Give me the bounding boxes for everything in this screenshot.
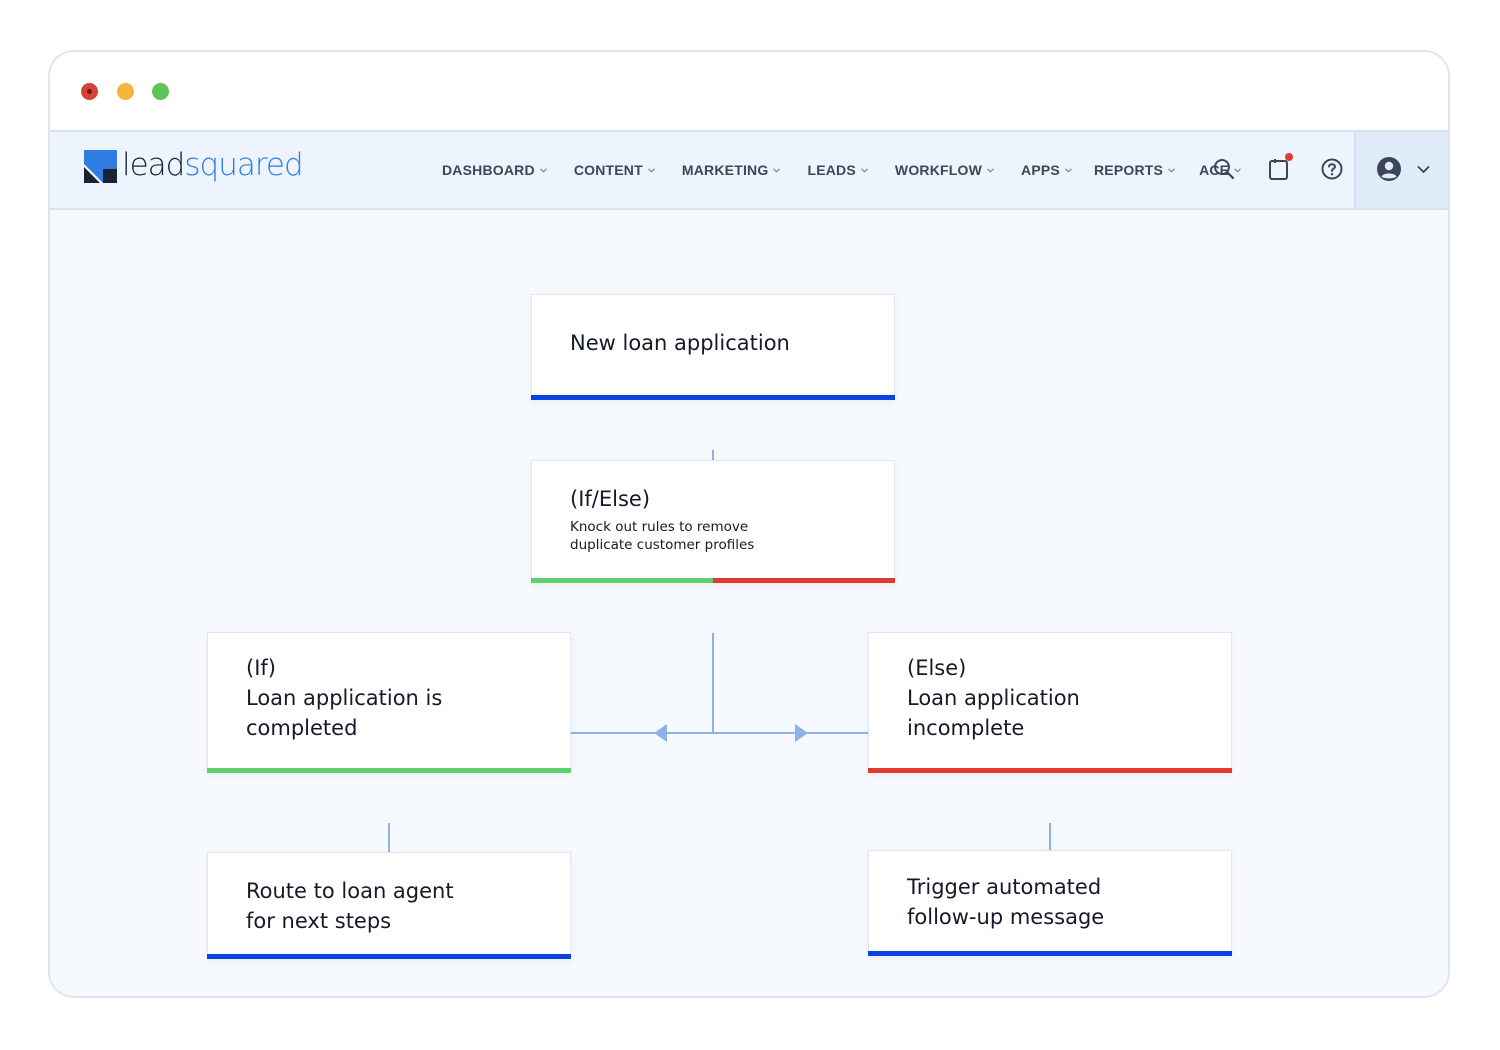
else-branch-title-line2: incomplete xyxy=(907,716,1025,740)
condition-node-bar xyxy=(531,578,895,583)
else-action-node[interactable]: Trigger automated follow-up message xyxy=(868,850,1232,956)
user-avatar-icon xyxy=(1377,157,1401,181)
chevron-down-icon xyxy=(773,167,781,173)
if-branch-tag: (If) xyxy=(246,656,276,680)
maximize-window-button[interactable] xyxy=(152,83,169,100)
search-icon[interactable] xyxy=(1211,156,1237,182)
minimize-window-button[interactable] xyxy=(117,83,134,100)
if-action-bar xyxy=(207,954,571,959)
condition-node[interactable]: (If/Else) Knock out rules to remove dupl… xyxy=(531,460,895,583)
if-branch-title-line2: completed xyxy=(246,716,358,740)
chevron-down-icon xyxy=(987,167,994,173)
close-window-button[interactable] xyxy=(81,83,98,100)
chevron-down-icon xyxy=(647,167,655,173)
main-menu: DASHBOARD CONTENT MARKETING LEADS WORKFL… xyxy=(442,132,1242,208)
if-action-title-line1: Route to loan agent xyxy=(246,879,454,903)
if-action-node[interactable]: Route to loan agent for next steps xyxy=(207,852,571,959)
nav-workflow[interactable]: WORKFLOW xyxy=(895,162,994,178)
logo-mark-icon xyxy=(84,150,117,183)
chevron-down-icon xyxy=(860,167,868,173)
else-branch-title-line1: Loan application xyxy=(907,686,1080,710)
notification-badge xyxy=(1285,153,1293,161)
chevron-down-icon xyxy=(1234,167,1242,173)
help-icon[interactable] xyxy=(1319,156,1345,182)
if-branch-node[interactable]: (If) Loan application is completed xyxy=(207,632,571,773)
else-branch-bar xyxy=(868,768,1232,773)
start-node-bar xyxy=(531,395,895,400)
condition-description-line1: Knock out rules to remove xyxy=(570,519,749,535)
nav-dashboard[interactable]: DASHBOARD xyxy=(442,162,547,178)
if-branch-bar xyxy=(207,768,571,773)
else-branch-tag: (Else) xyxy=(907,656,967,680)
top-navbar: leadsquared DASHBOARD CONTENT MARKETING … xyxy=(50,132,1448,210)
condition-node-title: (If/Else) xyxy=(570,487,651,511)
if-action-title-line2: for next steps xyxy=(246,909,392,933)
logo-wordmark: leadsquared xyxy=(122,147,304,183)
chevron-down-icon xyxy=(1168,167,1175,173)
notification-button[interactable] xyxy=(1266,153,1293,182)
else-action-title-line1: Trigger automated xyxy=(907,875,1102,899)
nav-leads[interactable]: LEADS xyxy=(807,162,868,178)
nav-reports[interactable]: REPORTS xyxy=(1094,162,1175,178)
condition-description-line2: duplicate customer profiles xyxy=(570,537,755,553)
nav-content[interactable]: CONTENT xyxy=(574,162,655,178)
title-bar xyxy=(50,52,1448,132)
chevron-down-icon xyxy=(539,167,547,173)
user-menu[interactable] xyxy=(1354,132,1448,208)
else-branch-node[interactable]: (Else) Loan application incomplete xyxy=(868,632,1232,773)
browser-window: leadsquared DASHBOARD CONTENT MARKETING … xyxy=(48,50,1450,998)
else-action-bar xyxy=(868,951,1232,956)
nav-apps[interactable]: APPS xyxy=(1021,162,1072,178)
chevron-down-icon xyxy=(1417,165,1430,174)
nav-marketing[interactable]: MARKETING xyxy=(682,162,781,178)
else-action-title-line2: follow-up message xyxy=(907,905,1105,929)
start-node-title: New loan application xyxy=(570,331,790,355)
chevron-down-icon xyxy=(1065,167,1072,173)
notification-icon xyxy=(1269,159,1288,180)
start-node[interactable]: New loan application xyxy=(531,294,895,400)
if-branch-title-line1: Loan application is xyxy=(246,686,443,710)
workflow-canvas: New loan application (If/Else) Knock out… xyxy=(50,210,1448,996)
